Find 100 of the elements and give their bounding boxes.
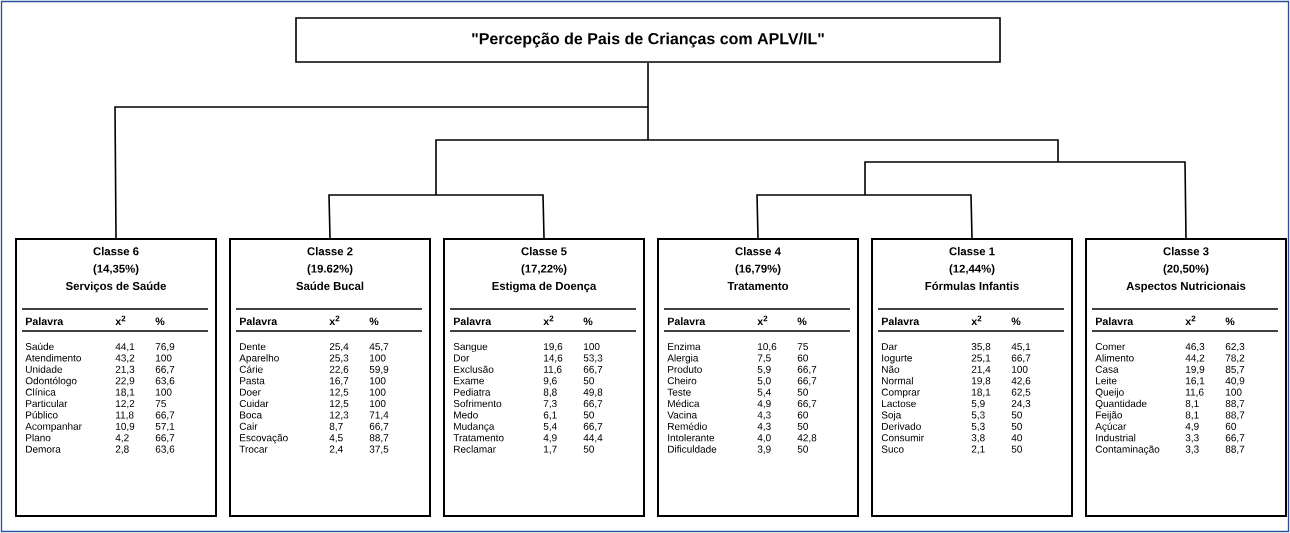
table-entry: 45,7 [369,343,389,352]
table-entry: 18,1 [116,388,135,397]
table-entry: 12,3 [330,411,349,420]
table-entry: 10,9 [116,422,135,432]
tree-connector [435,194,545,239]
table-entry: 44,2 [1185,354,1205,363]
tree-connector [756,194,866,239]
table-entry: 57,1 [155,422,175,432]
table-entry: Não [882,365,900,373]
table-entry: Reclamar [454,445,496,453]
table-entry: 66,7 [155,365,175,375]
table-entry: Escovação [240,434,288,444]
table-entry: Industrial [1096,433,1136,442]
table-entry: 100 [156,388,172,396]
table-entry: Vacina [667,411,698,419]
table-entry: 4,2 [115,434,129,443]
table-entry: 22,9 [115,377,135,386]
tree-connector [647,62,649,108]
table-entry: 12,2 [116,400,135,409]
table-entry: 4,9 [1185,422,1199,432]
table-entry: Leite [1096,376,1117,385]
table-entry: Clínica [25,388,56,396]
table-entry: 66,7 [797,365,817,375]
tree-connector [328,194,437,239]
table-entry: Medo [454,411,478,419]
table-entry: 50 [583,411,594,419]
table-entry: 8,7 [329,422,343,432]
table-header: x$^{2}$ [1185,315,1196,325]
table-entry: 88,7 [369,434,389,443]
table-entry: 100 [1226,388,1242,396]
table-entry: 50 [1011,422,1022,430]
table-entry: 21,4 [971,365,991,375]
table-entry: 44,1 [115,343,135,352]
table-entry: Dor [454,354,470,362]
table-entry: Sofrimento [453,399,502,408]
table-entry: Comprar [881,388,920,398]
table-entry: Odontólogo [25,376,77,387]
table-entry: Exame [454,377,484,385]
table-entry: Tratamento [453,434,504,442]
table-entry: 19,9 [1186,365,1205,375]
table-entry: Trocar [239,445,268,453]
table-entry: Enzima [668,342,701,351]
table-entry: 66,7 [155,434,175,443]
table-header: Palavra [26,317,64,326]
table-entry: Normal [882,376,913,385]
table-entry: 60 [1225,422,1236,430]
table-entry: 100 [584,343,600,351]
table-entry: Sangue [453,343,488,353]
table-entry: Pediatra [454,388,491,396]
table-entry: 66,7 [583,422,603,432]
table-entry: 25,3 [329,354,349,363]
table-entry: Dificuldade [668,445,717,453]
table-entry: 40 [1011,434,1022,442]
table-entry: 100 [370,354,386,362]
table-entry: 50 [797,445,808,453]
table-entry: 5,4 [757,388,771,397]
table-entry: 2,4 [329,445,343,454]
table-entry: 60 [797,354,808,362]
table-entry: 100 [370,400,386,408]
table-entry: Exclusão [454,365,494,373]
table-entry: 35,8 [971,343,991,352]
table-entry: 66,7 [155,411,175,420]
table-entry: 3,3 [1185,434,1199,443]
table-entry: Intolerante [668,433,715,442]
table-entry: 8,8 [543,388,557,397]
table-entry: 6,1 [543,411,557,420]
table-entry: Açúcar [1095,422,1127,432]
table-entry: 19,6 [544,343,563,352]
table-entry: Unidade [26,365,63,373]
table-entry: 49,8 [583,388,603,397]
table-entry: 9,6 [543,377,557,386]
table-entry: 50 [1011,445,1022,453]
table-entry: Comer [1095,343,1126,351]
tree-connector [114,106,649,239]
table-entry: 66,7 [1225,434,1245,443]
table-entry: Feijão [1096,411,1123,421]
table-entry: Mudança [454,422,495,432]
table-entry: 7,5 [757,354,771,363]
table-header: x$^{2}$ [971,315,982,325]
table-entry: Iogurte [882,354,912,364]
table-entry: 66,7 [583,365,603,375]
table-entry: 18,1 [972,388,991,397]
table-entry: Acompanhar [25,422,82,432]
table-entry: Lactose [882,400,916,408]
table-entry: 66,7 [797,400,817,409]
table-entry: Soja [881,411,902,421]
table-entry: 37,5 [369,445,389,454]
table-entry: 50 [797,388,808,396]
table-entry: 62,3 [1225,343,1245,352]
table-entry: Cheiro [667,376,697,385]
tree-connector [1057,161,1187,239]
table-entry: 5,9 [757,365,771,375]
table-entry: 71,4 [369,411,389,420]
table-entry: 62,5 [1011,388,1031,397]
table-header: % [583,317,593,326]
table-header: % [155,317,165,326]
table-header: Palavra [882,317,920,326]
table-entry: Suco [881,445,904,453]
table-entry: 11,6 [544,365,562,375]
table-entry: 50 [1011,411,1022,419]
